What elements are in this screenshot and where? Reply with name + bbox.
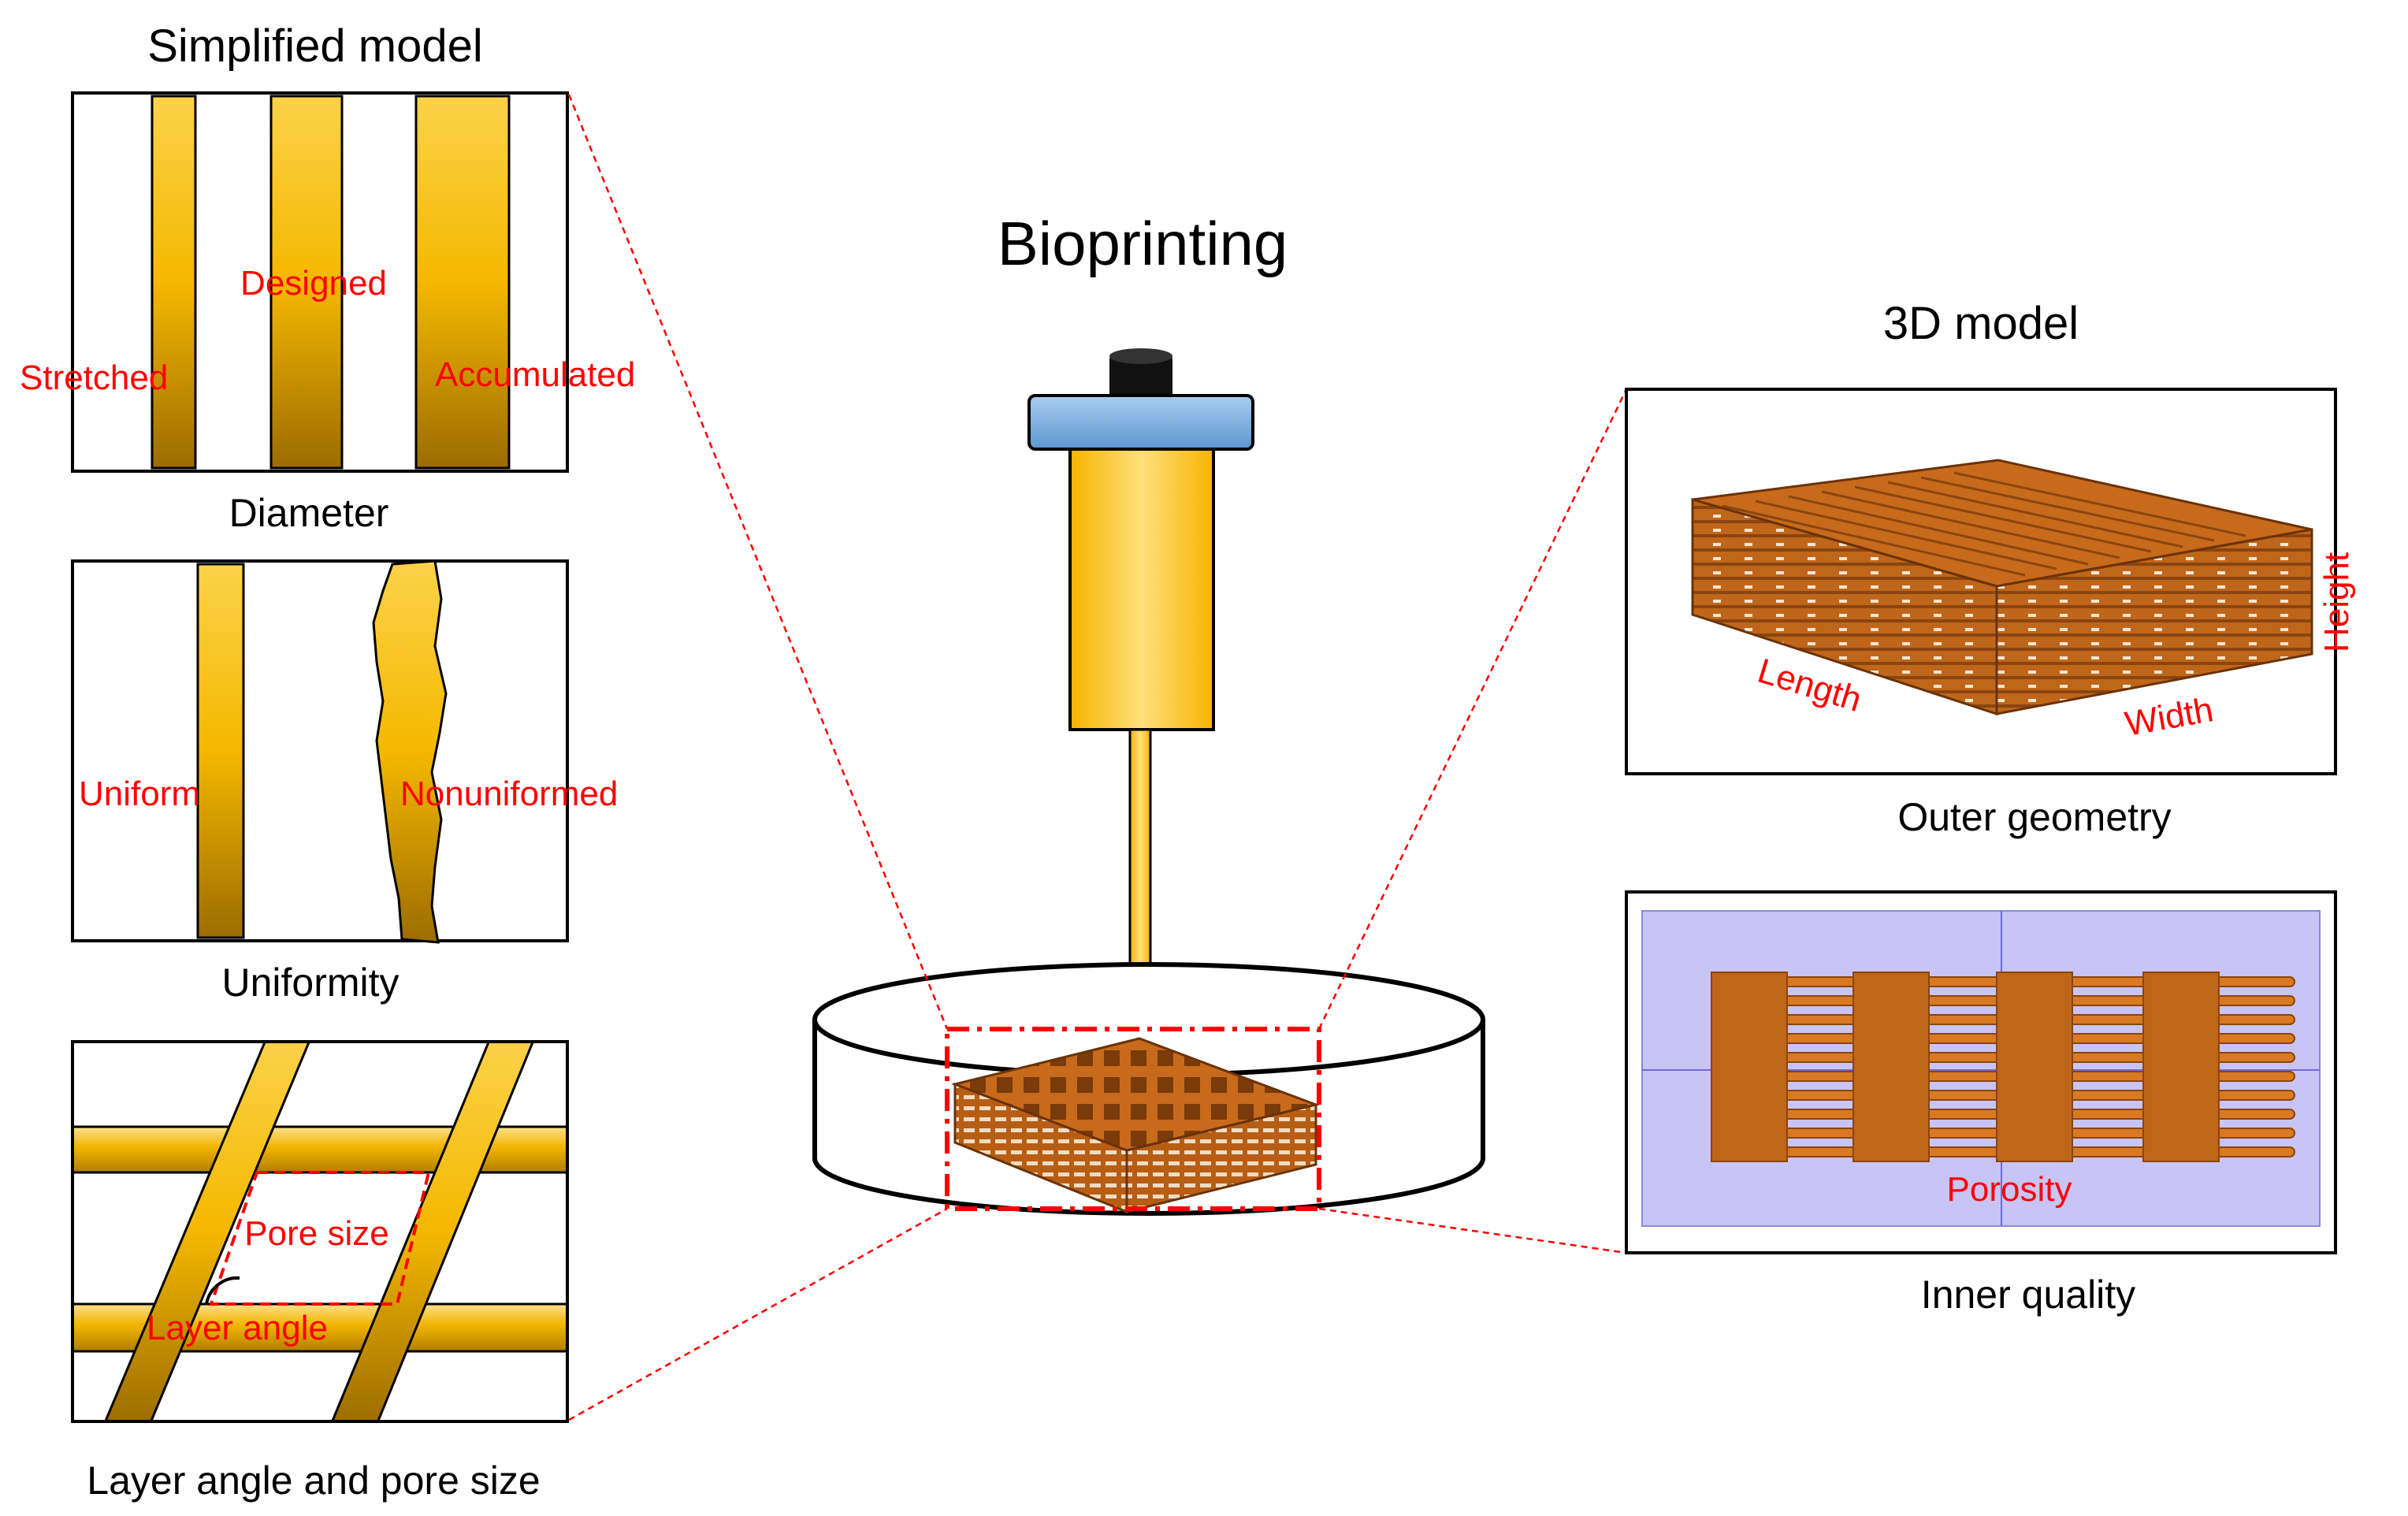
bioprinting-title: Bioprinting bbox=[998, 209, 1288, 278]
designed-filament bbox=[269, 95, 344, 470]
diagonal-filament-left bbox=[104, 1043, 310, 1420]
layer-caption: Layer angle and pore size bbox=[87, 1458, 540, 1503]
uniformity-caption: Uniformity bbox=[221, 961, 399, 1005]
callout-lines bbox=[567, 94, 1628, 1421]
outer-geometry-panel: Length Width Height bbox=[1625, 388, 2356, 775]
diagonal-filament-right bbox=[331, 1043, 534, 1420]
outer-geometry-caption: Outer geometry bbox=[1897, 795, 2171, 839]
inner-quality-caption: Inner quality bbox=[1921, 1273, 2135, 1317]
porosity-label: Porosity bbox=[1947, 1170, 2072, 1209]
layer-angle-arc bbox=[205, 1276, 240, 1305]
stretched-label: Stretched bbox=[20, 359, 168, 397]
uniformity-panel: Uniform Nonuniformed bbox=[71, 559, 618, 944]
layer-panel: Pore size Layer angle bbox=[71, 1040, 569, 1423]
syringe-icon bbox=[1027, 348, 1254, 1031]
simplified-model-heading: Simplified model bbox=[147, 20, 483, 72]
uniform-label: Uniform bbox=[79, 775, 200, 813]
accumulated-filament bbox=[414, 95, 511, 470]
nonuniform-label: Nonuniformed bbox=[400, 775, 618, 813]
height-label: Height bbox=[2317, 552, 2356, 652]
3d-model-heading: 3D model bbox=[1883, 298, 2079, 349]
layer-angle-label: Layer angle bbox=[147, 1309, 328, 1347]
scaffold-icon bbox=[951, 1037, 1321, 1214]
nonuniform-filament bbox=[372, 559, 448, 944]
stretched-filament bbox=[150, 95, 197, 470]
pore-size-label: Pore size bbox=[244, 1214, 388, 1253]
selection-box bbox=[945, 1027, 1321, 1211]
diameter-caption: Diameter bbox=[229, 491, 389, 535]
accumulated-label: Accumulated bbox=[435, 355, 635, 394]
inner-filament-columns bbox=[1711, 972, 2220, 1162]
inner-quality-panel: Porosity bbox=[1625, 890, 2337, 1254]
designed-label: Designed bbox=[240, 264, 387, 303]
pore-outline bbox=[209, 1171, 431, 1306]
diameter-panel: Stretched Designed Accumulated bbox=[20, 91, 635, 473]
uniform-filament bbox=[196, 563, 245, 939]
